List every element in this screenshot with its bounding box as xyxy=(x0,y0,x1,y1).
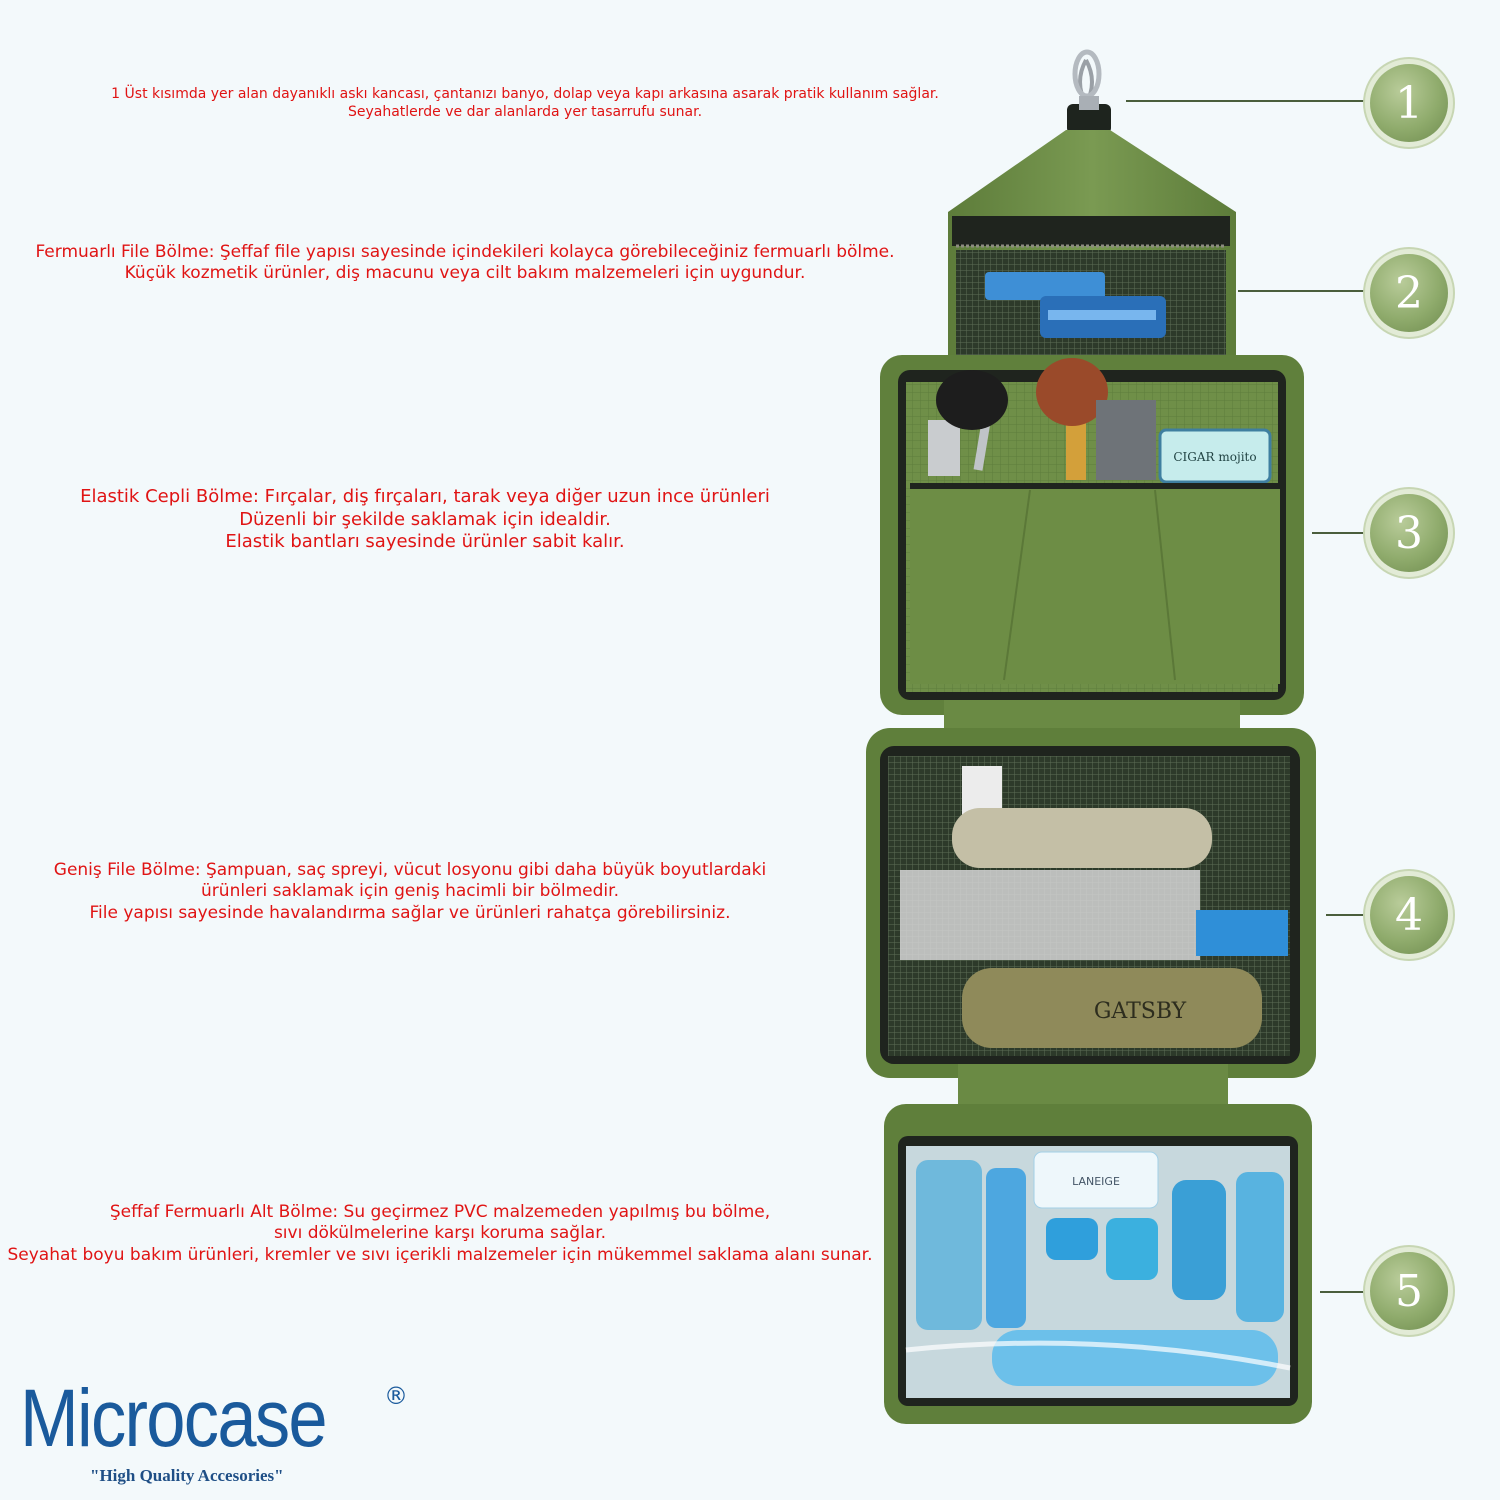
clear-pvc-compartment: LANEIGE xyxy=(884,1104,1312,1424)
box-label: CIGAR mojito xyxy=(1173,450,1256,464)
bottle-label: GATSBY xyxy=(1094,999,1187,1024)
description-wide-mesh: Geniş File Bölme: Şampuan, saç spreyi, v… xyxy=(30,860,790,924)
description-line: Küçük kozmetik ürünler, diş macunu veya … xyxy=(124,263,806,284)
zipper-mesh-flap xyxy=(948,130,1236,365)
description-line: Düzenli bir şekilde saklamak için ideald… xyxy=(239,508,611,530)
description-elastic-pockets: Elastik Cepli Bölme: Fırçalar, diş fırça… xyxy=(40,486,810,554)
description-line: Elastik bantları sayesinde ürünler sabit… xyxy=(225,531,625,552)
hanging-hook xyxy=(1067,49,1111,134)
jar-label: LANEIGE xyxy=(1072,1175,1120,1188)
badge-2: 2 xyxy=(1370,254,1448,332)
description-clear-bottom: Şeffaf Fermuarlı Alt Bölme: Su geçirmez … xyxy=(0,1202,880,1266)
badge-3: 3 xyxy=(1370,494,1448,572)
description-line: Fermuarlı File Bölme: Şeffaf file yapısı… xyxy=(35,242,895,262)
brand-logo: Microcase ® "High Quality Accesories" xyxy=(20,1378,440,1488)
brand-name: Microcase xyxy=(20,1373,328,1464)
description-line: Geniş File Bölme: Şampuan, saç spreyi, v… xyxy=(53,860,767,880)
badge-5: 5 xyxy=(1370,1252,1448,1330)
description-line: sıvı dökülmelerine karşı koruma sağlar. xyxy=(273,1223,607,1244)
badge-4: 4 xyxy=(1370,876,1448,954)
description-line: Elastik Cepli Bölme: Fırçalar, diş fırça… xyxy=(80,486,770,507)
pointer-arrows xyxy=(1126,100,1368,1293)
badge-1: 1 xyxy=(1370,64,1448,142)
description-line: 1 Üst kısımda yer alan dayanıklı askı ka… xyxy=(111,86,939,102)
description-line: ürünleri saklamak için geniş hacimli bir… xyxy=(201,881,619,902)
registered-mark: ® xyxy=(384,1382,408,1410)
wide-mesh-compartment: GATSBY xyxy=(866,728,1316,1078)
brand-tagline: "High Quality Accesories" xyxy=(90,1466,284,1485)
description-line: File yapısı sayesinde havalandırma sağla… xyxy=(89,902,731,923)
description-line: Seyahatlerde ve dar alanlarda yer tasarr… xyxy=(347,103,703,120)
description-line: Seyahat boyu bakım ürünleri, kremler ve … xyxy=(7,1244,873,1265)
description-hook: 1 Üst kısımda yer alan dayanıklı askı ka… xyxy=(60,86,990,121)
description-zipper-mesh: Fermuarlı File Bölme: Şeffaf file yapısı… xyxy=(20,242,910,285)
description-line: Şeffaf Fermuarlı Alt Bölme: Su geçirmez … xyxy=(109,1202,771,1222)
elastic-pocket-compartment: CIGAR mojito xyxy=(880,355,1304,715)
